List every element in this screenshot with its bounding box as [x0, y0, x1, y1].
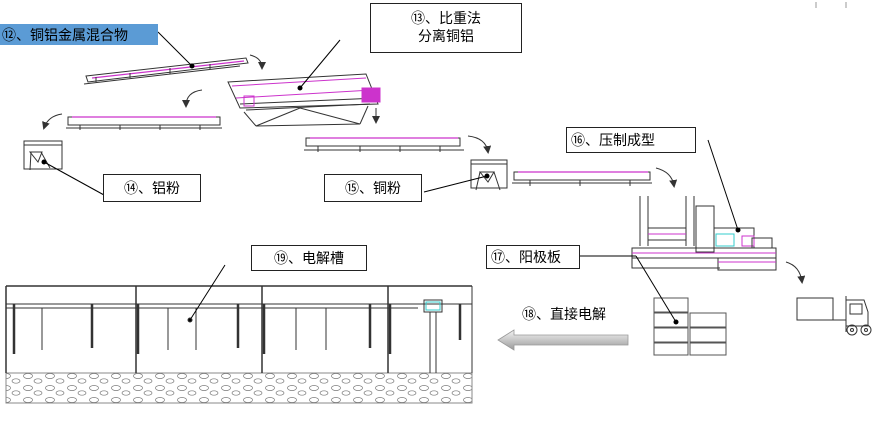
label-gravity-separation: ⑬、比重法 分离铜铝: [370, 3, 522, 53]
label-anode-plate: ⑰、阳极板: [486, 245, 580, 269]
label-anode-text: ⑰、阳极板: [491, 250, 561, 266]
label-electrolysis-cell: ⑲、电解槽: [251, 245, 367, 271]
press-conveyor: [512, 167, 678, 188]
aluminium-bin: [23, 140, 105, 196]
label-direct-electrolysis: ⑱、直接电解: [522, 307, 606, 323]
label-gravity-line1: ⑬、比重法: [411, 11, 481, 27]
feed-conveyor: [83, 54, 266, 85]
forklift: [796, 296, 872, 336]
label-press-text: ⑯、压制成型: [571, 133, 655, 149]
leader-lines: [41, 31, 741, 325]
label-aluminium-powder: ⑭、铝粉: [103, 174, 201, 202]
press-machine: [631, 196, 806, 284]
label-press-forming: ⑯、压制成型: [566, 127, 696, 153]
electrolysis-cell: [5, 264, 473, 404]
copper-conveyor: [304, 135, 492, 154]
direct-electrolysis-arrow: [497, 329, 629, 351]
label-mixture: ⑫、铜铝金属混合物: [0, 24, 158, 45]
corner-marks: [815, 2, 847, 8]
label-direct-electrolysis-box: ⑱、直接电解: [498, 297, 629, 343]
anode-plate-stack: [653, 297, 727, 356]
aluminium-conveyor: [42, 113, 222, 130]
label-copper-powder: ⑮、铜粉: [324, 174, 422, 202]
label-gravity-line2: 分离铜铝: [418, 29, 474, 45]
separator-machine: [182, 73, 381, 127]
copper-bin: [423, 159, 508, 193]
